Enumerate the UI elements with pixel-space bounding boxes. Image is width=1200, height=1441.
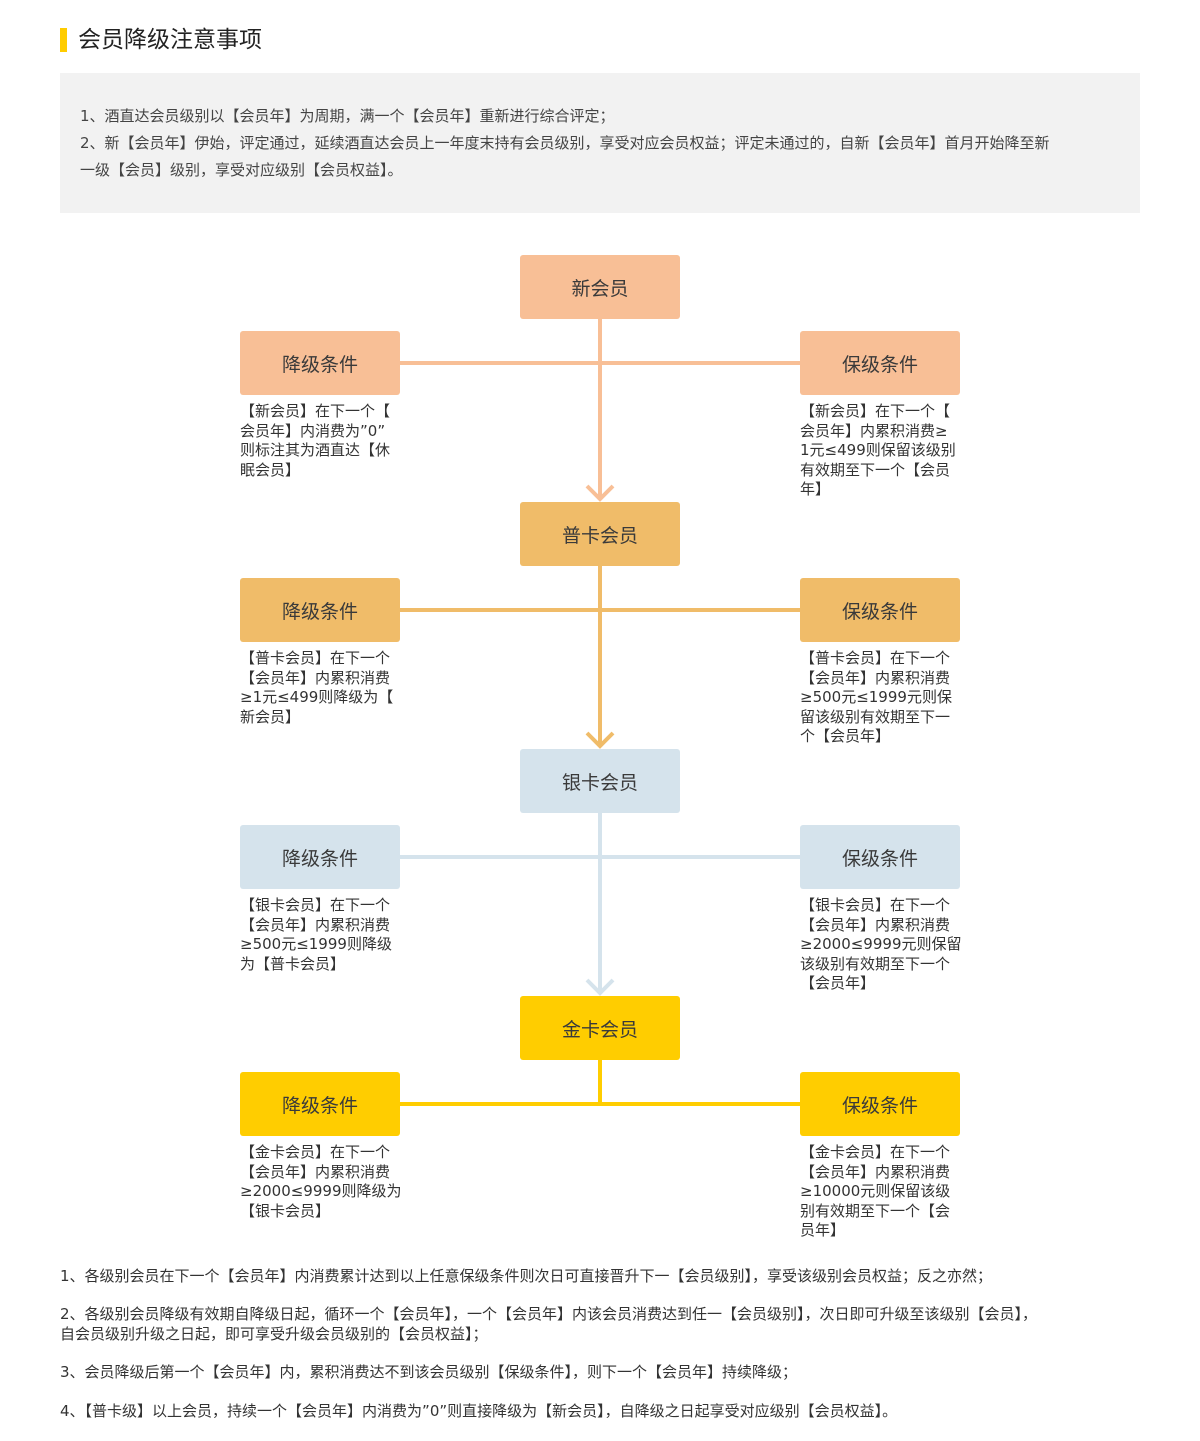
node-silver-downgrade: 降级条件 <box>240 825 400 889</box>
desc-gold-downgrade: 【金卡会员】在下一个 【会员年】内累积消费 ≥2000≤9999则降级为 【银卡… <box>240 1143 402 1221</box>
desc-line: 眠会员】 <box>240 460 301 479</box>
desc-normal-downgrade: 【普卡会员】在下一个 【会员年】内累积消费 ≥1元≤499则降级为【 新会员】 <box>240 649 402 727</box>
node-silver-card: 银卡会员 <box>520 749 680 813</box>
desc-silver-keep: 【银卡会员】在下一个 【会员年】内累积消费 ≥2000≤9999元则保留 该级别… <box>800 896 962 994</box>
node-silver-keep: 保级条件 <box>800 825 960 889</box>
desc-line: 【会员年】内累积消费 <box>800 915 951 934</box>
desc-line: 【普卡会员】在下一个 <box>800 649 951 667</box>
desc-line: 【会员年】内累积消费 <box>240 668 391 687</box>
title-accent-bar <box>60 28 67 52</box>
footnote-4: 4、【普卡级】以上会员，持续一个【会员年】内消费为”0”则直接降级为【新会员】，… <box>60 1402 1140 1422</box>
notice-line-3: 一级【会员】级别，享受对应级别【会员权益】。 <box>80 161 403 179</box>
desc-line: ≥500元≤1999元则保 <box>800 688 952 706</box>
desc-line: 年】 <box>800 480 831 498</box>
footnote-line: 1、各级别会员在下一个【会员年】内消费累计达到以上任意保级条件则次日可直接晋升下… <box>60 1267 993 1285</box>
desc-line: 员年】 <box>800 1221 846 1239</box>
footnote-line: 4、【普卡级】以上会员，持续一个【会员年】内消费为”0”则直接降级为【新会员】，… <box>60 1402 898 1420</box>
notice-line-1: 1、酒直达会员级别以【会员年】为周期，满一个【会员年】重新进行综合评定； <box>80 107 615 125</box>
footnote-2: 2、各级别会员降级有效期自降级日起，循环一个【会员年】，一个【会员年】内该会员消… <box>60 1305 1140 1344</box>
desc-new-keep: 【新会员】在下一个【 会员年】内累积消费≥ 1元≤499则保留该级别 有效期至下… <box>800 402 962 500</box>
desc-line: 【银卡会员】在下一个 <box>800 896 951 914</box>
desc-line: ≥2000≤9999则降级为 <box>240 1182 402 1200</box>
desc-normal-keep: 【普卡会员】在下一个 【会员年】内累积消费 ≥500元≤1999元则保 留该级别… <box>800 649 962 747</box>
desc-line: 【会员年】内累积消费 <box>240 1162 391 1181</box>
desc-line: 【会员年】 <box>800 974 876 992</box>
page-title: 会员降级注意事项 <box>78 27 262 53</box>
arrow-head-silver <box>585 978 615 996</box>
footnote-line: 自会员级别升级之日起，即可享受升级会员级别的【会员权益】； <box>60 1324 488 1343</box>
desc-line: 【新会员】在下一个【 <box>240 402 391 420</box>
node-normal-keep: 保级条件 <box>800 578 960 642</box>
footnote-line: 3、会员降级后第一个【会员年】内，累积消费达不到该会员级别【保级条件】，则下一个… <box>60 1363 798 1381</box>
node-gold-downgrade: 降级条件 <box>240 1072 400 1136</box>
desc-line: 新会员】 <box>240 707 301 726</box>
footnote-line: 2、各级别会员降级有效期自降级日起，循环一个【会员年】，一个【会员年】内该会员消… <box>60 1305 1038 1323</box>
desc-line: 为【普卡会员】 <box>240 954 346 973</box>
node-new-keep: 保级条件 <box>800 331 960 395</box>
desc-line: 留该级别有效期至下一 <box>800 707 951 726</box>
desc-line: 会员年】内累积消费≥ <box>800 421 948 440</box>
desc-line: 【会员年】内累积消费 <box>240 915 391 934</box>
node-normal-downgrade: 降级条件 <box>240 578 400 642</box>
desc-line: 有效期至下一个【会员 <box>800 460 951 479</box>
desc-line: 【会员年】内累积消费 <box>800 1162 951 1181</box>
desc-line: 1元≤499则保留该级别 <box>800 441 956 459</box>
desc-line: 则标注其为酒直达【休 <box>240 441 391 459</box>
arrow-head-new <box>585 484 615 502</box>
desc-line: 【金卡会员】在下一个 <box>240 1143 391 1161</box>
node-new-member: 新会员 <box>520 255 680 319</box>
notice-line-2: 2、新【会员年】伊始，评定通过，延续酒直达会员上一年度末持有会员级别，享受对应会… <box>80 134 1050 152</box>
desc-line: 【普卡会员】在下一个 <box>240 649 391 667</box>
node-gold-keep: 保级条件 <box>800 1072 960 1136</box>
desc-line: 该级别有效期至下一个 <box>800 954 951 973</box>
desc-line: 【新会员】在下一个【 <box>800 402 951 420</box>
notice-box: 1、酒直达会员级别以【会员年】为周期，满一个【会员年】重新进行综合评定； 2、新… <box>60 73 1140 213</box>
desc-line: 【银卡会员】在下一个 <box>240 896 391 914</box>
node-gold-card: 金卡会员 <box>520 996 680 1060</box>
desc-line: 【金卡会员】在下一个 <box>800 1143 951 1161</box>
desc-silver-downgrade: 【银卡会员】在下一个 【会员年】内累积消费 ≥500元≤1999则降级 为【普卡… <box>240 896 402 974</box>
footnote-1: 1、各级别会员在下一个【会员年】内消费累计达到以上任意保级条件则次日可直接晋升下… <box>60 1267 1140 1287</box>
desc-line: 【银卡会员】 <box>240 1201 331 1220</box>
desc-line: 【会员年】内累积消费 <box>800 668 951 687</box>
desc-line: ≥1元≤499则降级为【 <box>240 688 394 706</box>
desc-line: 个【会员年】 <box>800 727 891 745</box>
node-new-downgrade: 降级条件 <box>240 331 400 395</box>
footnote-3: 3、会员降级后第一个【会员年】内，累积消费达不到该会员级别【保级条件】，则下一个… <box>60 1363 1140 1383</box>
desc-line: ≥2000≤9999元则保留 <box>800 935 962 953</box>
desc-line: 会员年】内消费为”0” <box>240 421 386 440</box>
desc-line: ≥10000元则保留该级 <box>800 1182 951 1200</box>
node-normal-card: 普卡会员 <box>520 502 680 566</box>
desc-line: ≥500元≤1999则降级 <box>240 935 392 953</box>
desc-new-downgrade: 【新会员】在下一个【 会员年】内消费为”0” 则标注其为酒直达【休 眠会员】 <box>240 402 402 480</box>
arrow-head-normal <box>585 731 615 749</box>
desc-gold-keep: 【金卡会员】在下一个 【会员年】内累积消费 ≥10000元则保留该级 别有效期至… <box>800 1143 962 1241</box>
desc-line: 别有效期至下一个【会 <box>800 1201 951 1220</box>
